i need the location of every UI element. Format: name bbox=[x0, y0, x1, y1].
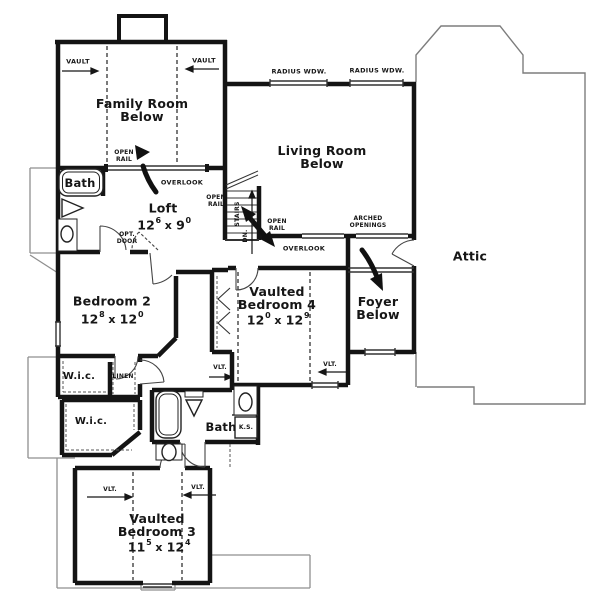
bedroom-2-label: Bedroom 2 bbox=[72, 293, 152, 309]
closet-dashes bbox=[62, 276, 231, 468]
overlook-arrow-foyer bbox=[370, 273, 383, 291]
attic-label: Attic bbox=[452, 248, 488, 264]
stairs-down-label: DN. bbox=[241, 229, 249, 243]
foyer-label: Foyer Below bbox=[356, 294, 400, 322]
vlt-bedroom3-right-label: VLT. bbox=[191, 483, 205, 491]
stairs bbox=[225, 170, 259, 241]
wic-upper-label: W.i.c. bbox=[62, 370, 96, 382]
family-room-label: Family Room Below bbox=[95, 96, 189, 124]
vlt-bedroom4-right-label: VLT. bbox=[323, 360, 337, 368]
closet-bifold-doors bbox=[217, 287, 231, 335]
open-rail-family-label: OPEN RAIL bbox=[114, 149, 134, 163]
radius-window-right-label: RADIUS WDW. bbox=[349, 66, 405, 75]
optional-door-label: OPT. DOOR bbox=[116, 231, 138, 245]
loft-label: Loft bbox=[148, 200, 178, 216]
radius-window-left-label: RADIUS WDW. bbox=[271, 67, 327, 76]
toilet-tank-lower bbox=[184, 390, 204, 398]
overlook-arrows bbox=[135, 145, 383, 291]
bath-upper-label: Bath bbox=[64, 175, 96, 190]
bath-lower-label: Bath bbox=[205, 419, 237, 434]
vlt-bedroom4-left-label: VLT. bbox=[213, 363, 227, 371]
vlt-bedroom3-left-label: VLT. bbox=[103, 485, 117, 493]
stairs-label: STAIRS bbox=[233, 201, 241, 227]
sink-hall-icon bbox=[161, 442, 177, 462]
doors bbox=[99, 225, 415, 469]
bedroom-4-label: Vaulted Bedroom 4 bbox=[237, 284, 317, 312]
chimney bbox=[117, 14, 168, 40]
overlook-arrow-living-down bbox=[260, 231, 275, 247]
fixtures bbox=[57, 168, 258, 462]
linen-label: LINEN bbox=[112, 372, 134, 380]
living-room-label: Living Room Below bbox=[277, 143, 367, 171]
walls bbox=[55, 39, 417, 586]
open-rail-living-label: OPEN RAIL bbox=[267, 218, 287, 232]
overlook-family-label: OVERLOOK bbox=[160, 178, 204, 187]
arched-openings-label: ARCHED OPENINGS bbox=[349, 215, 387, 229]
kneespace-label: K.S. bbox=[238, 423, 254, 431]
toilet-upper-icon bbox=[61, 197, 85, 219]
kneespace-box bbox=[234, 416, 258, 439]
toilet-lower-icon bbox=[184, 399, 204, 418]
first-floor-outline bbox=[27, 167, 311, 591]
sink-lower-icon bbox=[238, 392, 253, 412]
wic-lower-label: W.i.c. bbox=[74, 415, 108, 427]
open-rail-loft-label: OPEN RAIL bbox=[206, 194, 226, 208]
windows-and-rails bbox=[55, 79, 414, 588]
overlook-arrow-living-up bbox=[241, 206, 256, 222]
vault-right-label: VAULT bbox=[192, 56, 216, 65]
attic-outline bbox=[415, 25, 586, 405]
annotation-arrows bbox=[62, 65, 346, 501]
overlook-arrow-family bbox=[135, 145, 150, 160]
overlook-living-label: OVERLOOK bbox=[282, 244, 326, 253]
sink-upper-icon bbox=[60, 225, 74, 243]
vault-left-label: VAULT bbox=[66, 57, 90, 66]
bedroom-3-label: Vaulted Bedroom 3 bbox=[117, 511, 197, 539]
vault-dashed-lines bbox=[106, 46, 311, 580]
